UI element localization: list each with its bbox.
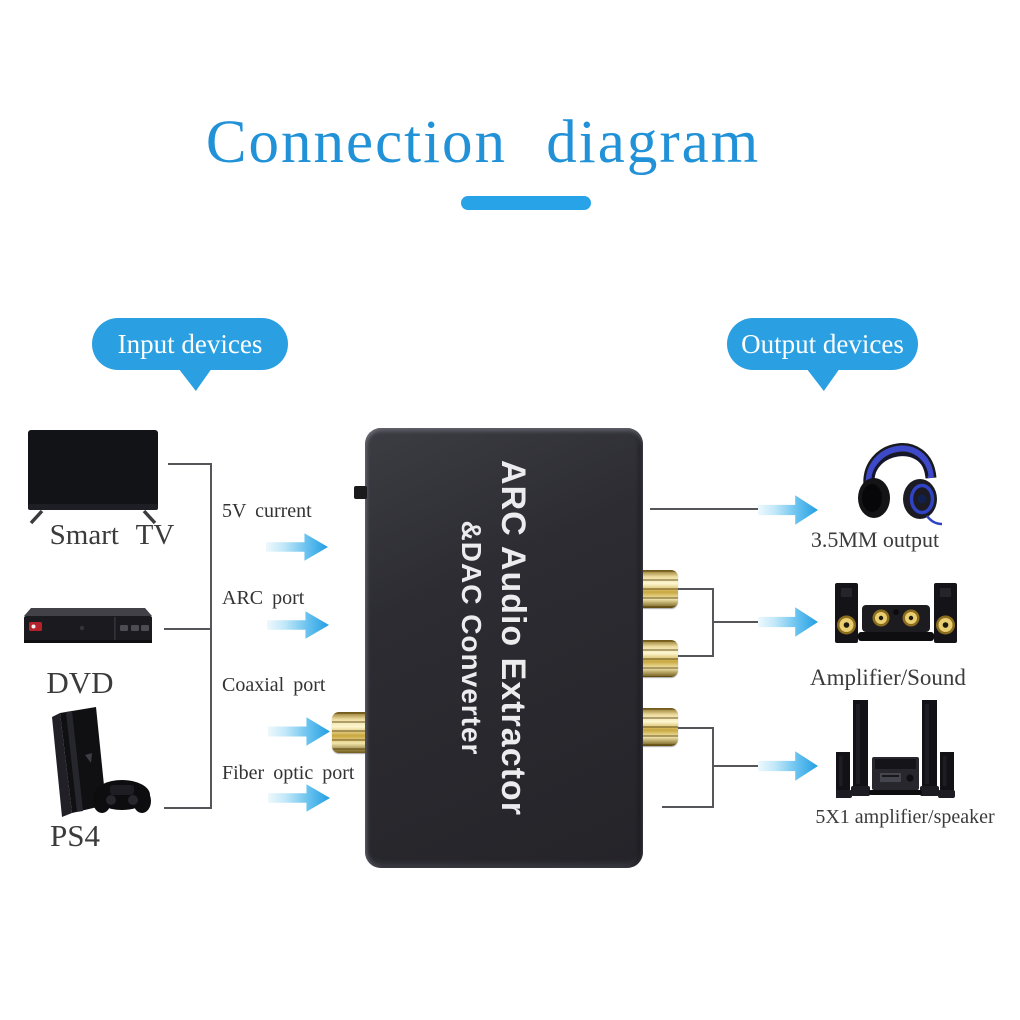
- rca-connector-3: [643, 708, 678, 746]
- bubble-tail: [804, 366, 842, 391]
- title-underline-bar: [461, 196, 591, 210]
- bubble-tail: [176, 366, 214, 391]
- flow-arrow-coaxial: [268, 717, 330, 746]
- bracket-a-out: [712, 621, 758, 623]
- bracket-b-vertical: [712, 727, 714, 808]
- ps4-console-icon: [52, 707, 151, 817]
- connector-line-tv: [168, 463, 212, 465]
- rca-connector-2: [643, 640, 678, 677]
- flow-arrow-arc: [267, 611, 329, 639]
- port-label-arc-port: ARC port: [222, 587, 305, 609]
- ps4-label: PS4: [50, 818, 100, 853]
- dvd-player-icon: [24, 608, 152, 643]
- bracket-b-out: [712, 765, 758, 767]
- bracket-a-top: [678, 588, 714, 590]
- port-label-coaxial-port: Coaxial port: [222, 674, 326, 696]
- home-theater-label: 5X1 amplifier/speaker: [815, 806, 995, 828]
- smart-tv-icon: [28, 430, 158, 525]
- device-title: ARC Audio Extractor &DAC Converter: [445, 448, 537, 828]
- bracket-a-bottom: [678, 655, 714, 657]
- flow-arrow-amplifier: [758, 607, 818, 637]
- flow-arrow-theater: [758, 751, 818, 781]
- headphones-icon: [858, 443, 943, 526]
- smart-tv-label: Smart TV: [49, 519, 175, 551]
- amplifier-sound-system-icon: [835, 583, 957, 643]
- flow-arrow-5v: [266, 533, 328, 561]
- dvd-label: DVD: [46, 665, 114, 700]
- output-devices-bubble: Output devices: [727, 318, 918, 391]
- flow-arrow-fiber: [268, 784, 330, 812]
- bracket-b-bottom: [662, 806, 714, 808]
- port-label-5v-current: 5V current: [222, 500, 312, 522]
- connector-line-vertical: [210, 463, 212, 809]
- device-title-line2: &DAC Converter: [456, 520, 487, 756]
- port-label-fiber-optic-port: Fiber optic port: [222, 762, 355, 784]
- coaxial-connector-gold: [332, 712, 365, 753]
- input-devices-label: Input devices: [117, 328, 263, 359]
- home-theater-5x1-icon: [836, 700, 955, 798]
- power-switch: [354, 486, 367, 499]
- output-devices-label: Output devices: [741, 328, 904, 359]
- line-to-headphones: [650, 508, 758, 510]
- arc-audio-extractor-device: [365, 428, 643, 868]
- connector-line-dvd: [164, 628, 212, 630]
- headphones-output-label: 3.5MM output: [810, 527, 940, 552]
- connector-line-ps4: [164, 807, 212, 809]
- page-title: Connection diagram: [205, 109, 761, 176]
- flow-arrow-headphones: [758, 495, 818, 525]
- amplifier-sound-label: Amplifier/Sound: [810, 665, 966, 690]
- input-devices-bubble: Input devices: [92, 318, 288, 391]
- device-title-line1: ARC Audio Extractor: [494, 460, 532, 816]
- bracket-b-top: [678, 727, 714, 729]
- rca-connector-1: [643, 570, 678, 608]
